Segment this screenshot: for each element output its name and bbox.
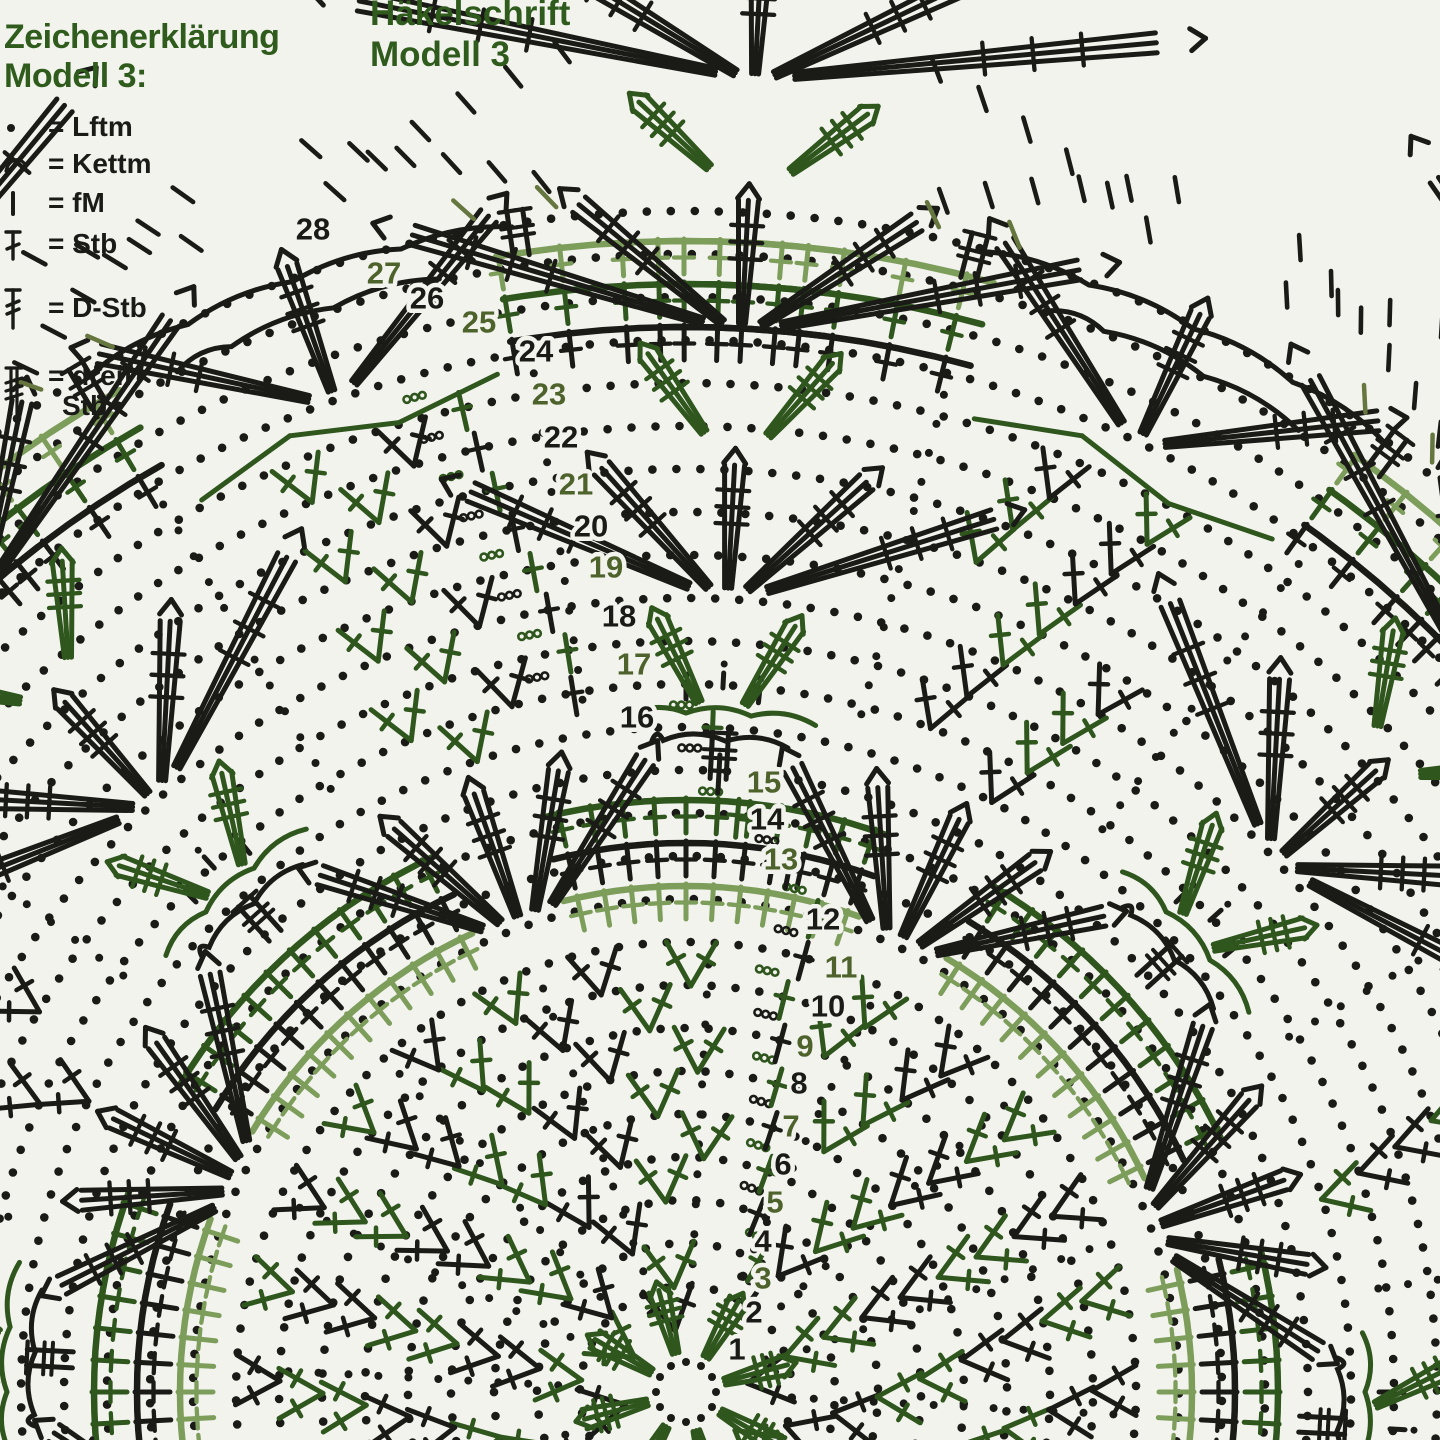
round-number-25: 25 <box>462 305 496 340</box>
round-number-4: 4 <box>754 1224 772 1259</box>
legend-item-label: = fM <box>48 186 105 218</box>
round-number-20: 20 <box>574 509 608 544</box>
round-number-16: 16 <box>620 700 654 735</box>
round-number-14: 14 <box>750 802 785 837</box>
legend-items: = Lftm = Kettm = fM = Stb <box>4 111 334 423</box>
double-treble-icon <box>4 287 32 331</box>
round-number-22: 22 <box>544 420 578 455</box>
legend-item-stb: = Stb <box>4 227 334 263</box>
legend-heading: Zeichenerklärung Modell 3: <box>4 18 334 96</box>
legend-item-label: = dreif Stb <box>48 359 133 423</box>
round-number-10: 10 <box>811 989 845 1024</box>
diagram-title-line2: Modell 3 <box>370 34 511 74</box>
round-number-11: 11 <box>825 950 858 985</box>
diagram-title: Häkelschrift Modell 3 <box>370 0 570 76</box>
legend-item-lftm: = Lftm <box>4 111 334 143</box>
round-number-6: 6 <box>774 1147 791 1182</box>
legend-item-label: = Kettm <box>48 147 152 179</box>
legend-item-label: = D-Stb <box>48 292 147 324</box>
legend-heading-line1: Zeichenerklärung <box>4 18 280 56</box>
diagram-title-line1: Häkelschrift <box>370 0 571 33</box>
round-number-5: 5 <box>766 1185 783 1220</box>
round-number-2: 2 <box>745 1295 762 1330</box>
round-number-28: 28 <box>296 212 330 247</box>
legend-item-label: = Lftm <box>48 111 133 143</box>
round-number-21: 21 <box>559 467 593 502</box>
chain-stitch-icon <box>4 113 32 143</box>
legend-item-fm: = fM <box>4 186 334 219</box>
round-number-13: 13 <box>764 842 798 877</box>
round-number-23: 23 <box>532 377 566 412</box>
round-number-9: 9 <box>796 1029 813 1064</box>
single-crochet-icon <box>4 188 32 218</box>
border-round <box>12 39 1440 480</box>
legend: Zeichenerklärung Modell 3: = Lftm = Kett… <box>4 18 334 422</box>
legend-item-label-line2: Stb <box>62 390 108 422</box>
double-crochet-icon <box>4 227 32 263</box>
round-number-19: 19 <box>589 550 623 585</box>
round-number-1: 1 <box>728 1332 745 1367</box>
round-number-8: 8 <box>790 1066 807 1101</box>
legend-item-dreif: = dreif Stb <box>4 359 334 423</box>
legend-item-label-line1: = dreif <box>48 359 133 391</box>
triple-treble-icon <box>4 365 32 417</box>
round-number-15: 15 <box>747 765 781 800</box>
legend-item-label: = Stb <box>48 228 118 260</box>
stb-fence-rounds <box>0 236 1440 1440</box>
legend-item-dstb: = D-Stb <box>4 287 334 331</box>
legend-item-kettm: = Kettm <box>4 147 334 180</box>
round-number-24: 24 <box>519 334 554 369</box>
slip-stitch-icon <box>4 149 32 179</box>
round-number-12: 12 <box>806 902 840 937</box>
round-number-18: 18 <box>602 599 636 634</box>
round-number-27: 27 <box>367 256 401 291</box>
round-number-7: 7 <box>782 1109 799 1144</box>
round-number-26: 26 <box>410 281 444 316</box>
round-number-3: 3 <box>754 1261 771 1296</box>
legend-heading-line2: Modell 3: <box>4 57 147 96</box>
round-number-17: 17 <box>617 647 651 682</box>
